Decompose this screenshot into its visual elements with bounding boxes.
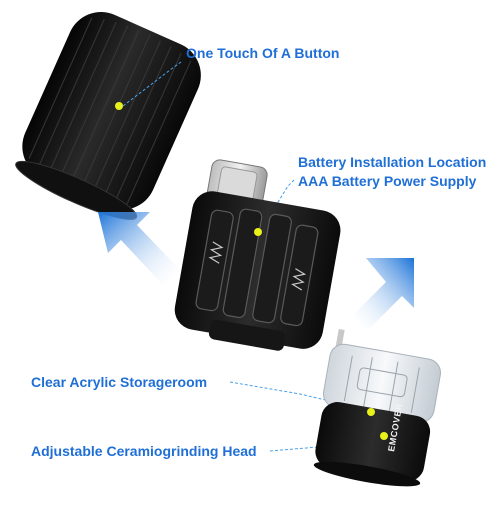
- callout-battery-location: Battery Installation Location: [298, 154, 487, 170]
- arrow-up-right-icon: [352, 258, 414, 330]
- callout-one-touch-button: One Touch Of A Button: [186, 45, 340, 61]
- callout-battery-supply: AAA Battery Power Supply: [298, 173, 477, 189]
- top-cap: [15, 12, 201, 220]
- grinding-marker-dot: [380, 432, 388, 440]
- arrow-up-left-icon: [98, 212, 180, 285]
- grinder-head: [313, 328, 441, 487]
- button-marker-dot: [115, 102, 123, 110]
- battery-marker-dot: [254, 228, 262, 236]
- callout-storage: Clear Acrylic Storageroom: [31, 374, 208, 390]
- storage-marker-dot: [367, 408, 375, 416]
- battery-housing: [174, 159, 341, 351]
- callout-grinding-head: Adjustable Ceramiogrinding Head: [31, 443, 257, 459]
